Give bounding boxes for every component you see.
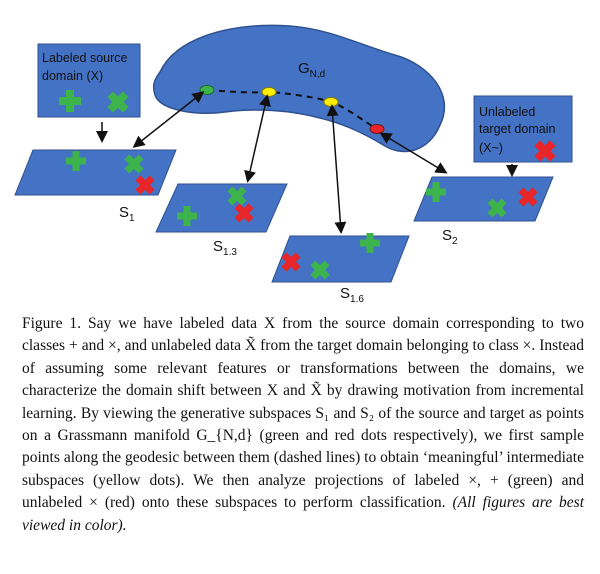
caption-body: Say we have labeled data X from the sour…: [22, 315, 584, 512]
subspace-plane-s2: [413, 176, 554, 222]
geodesic-dashed-path: [207, 89, 378, 130]
source-box-text-1: Labeled source: [42, 51, 128, 65]
s2-label: S2: [442, 227, 458, 247]
source-box-plus-icon: [59, 90, 81, 112]
arrow-green-dot-to-s1: [132, 91, 205, 148]
intermediate-subspace-dot-yellow-1: [261, 87, 277, 97]
target-domain-box: [473, 95, 573, 163]
s1-label: S1: [119, 204, 135, 224]
manifold-label: GN,d: [298, 60, 325, 80]
target-box-text-2: target domain: [479, 122, 555, 136]
s16-plus-icon: [360, 233, 380, 253]
target-subspace-dot-red: [369, 124, 385, 134]
target-box-text-3: (X~): [479, 141, 503, 155]
s1-green-cross-icon: [124, 154, 144, 174]
s1-red-cross-icon: [135, 175, 155, 195]
arrow-yellow1-to-s13: [244, 94, 271, 183]
source-box-cross-icon: [107, 91, 129, 113]
target-box-text-1: Unlabeled: [479, 105, 535, 119]
target-box-cross-icon: [534, 140, 556, 162]
intermediate-subspace-dot-yellow-2: [323, 97, 339, 107]
s13-green-cross-icon: [227, 186, 247, 206]
s2-green-cross-icon: [487, 198, 507, 218]
s16-green-cross-icon: [310, 260, 330, 280]
grassmann-diagram: GN,d Labeled source domain (X) Unlabeled…: [14, 24, 573, 305]
s2-red-cross-icon: [518, 187, 538, 207]
grassmann-manifold-blob: [152, 24, 446, 153]
arrow-yellow2-to-s16: [326, 104, 347, 234]
s13-plus-icon: [177, 206, 197, 226]
s2-plus-icon: [426, 182, 446, 202]
s16-label: S1.6: [340, 285, 364, 305]
subspace-plane-s13: [155, 183, 288, 233]
s13-red-cross-icon: [234, 203, 254, 223]
source-box-text-2: domain (X): [42, 69, 103, 83]
s1-plus-icon: [66, 151, 86, 171]
figure-caption: Figure 1. Say we have labeled data X fro…: [22, 313, 584, 537]
s13-label: S1.3: [213, 238, 237, 258]
arrow-red-dot-to-s2: [379, 132, 448, 174]
caption-italic-note: (All figures are best viewed in color).: [22, 494, 585, 534]
s16-red-cross-icon: [281, 252, 301, 272]
caption-figure-label: Figure 1.: [22, 315, 82, 332]
